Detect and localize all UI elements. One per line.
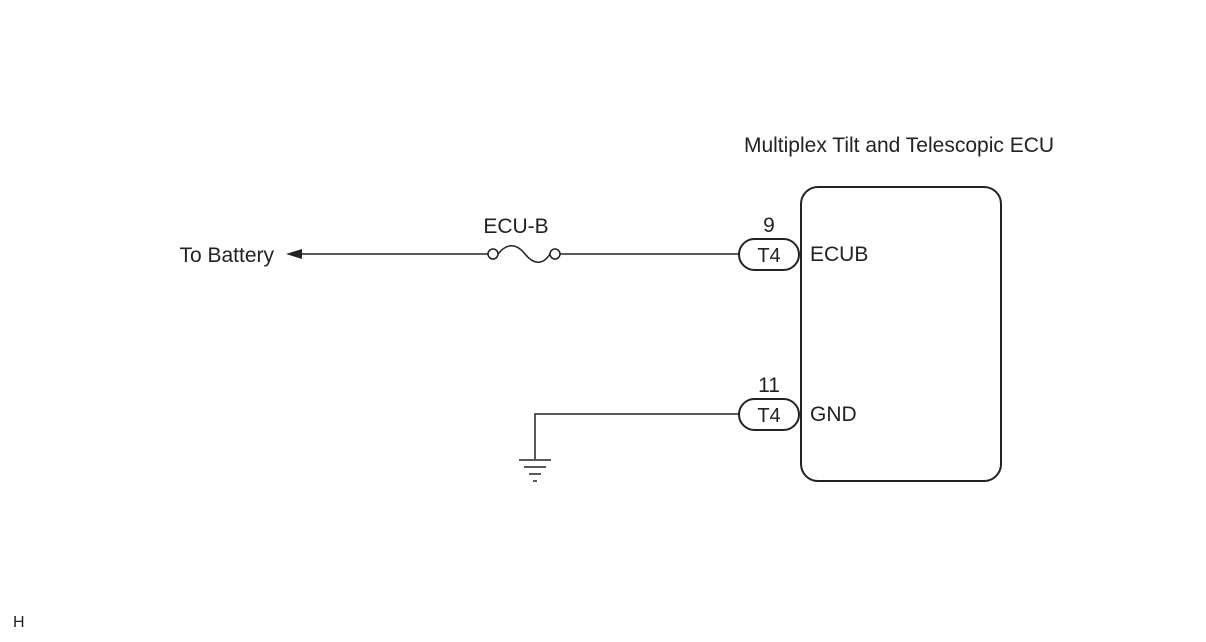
- terminal-label: GND: [810, 403, 857, 426]
- pin-number: 11: [758, 374, 780, 397]
- battery-label: To Battery: [179, 244, 274, 267]
- ecu-box: [800, 186, 1002, 482]
- connector-code: T4: [757, 405, 780, 427]
- connector-pill: [738, 238, 800, 271]
- battery-arrow-icon: [286, 249, 302, 259]
- terminal-label: ECUB: [810, 243, 868, 266]
- connector-ecub: 9 T4 ECUB: [738, 214, 868, 271]
- corner-mark: H: [13, 614, 25, 631]
- connector-code: T4: [757, 245, 780, 267]
- fuse-icon: [487, 245, 561, 263]
- connector-gnd: 11 T4 GND: [738, 374, 857, 431]
- fuse-label: ECU-B: [483, 215, 548, 238]
- ecu-title: Multiplex Tilt and Telescopic ECU: [744, 134, 1054, 157]
- pin-number: 9: [763, 214, 775, 237]
- ground-icon: [519, 459, 551, 482]
- wire-ground: [534, 413, 739, 459]
